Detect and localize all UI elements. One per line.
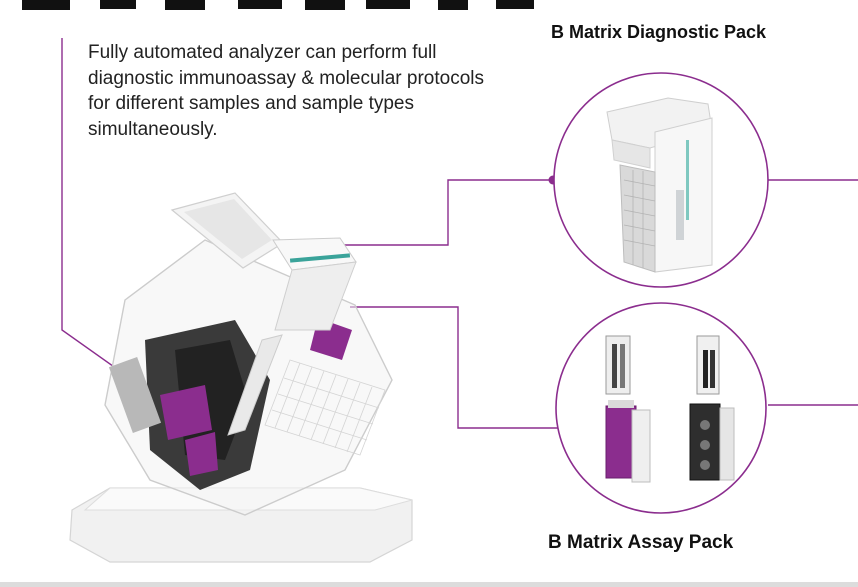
diagnostic-pack-illustration bbox=[553, 72, 769, 288]
analyzer-description: Fully automated analyzer can perform ful… bbox=[88, 42, 485, 140]
purple-cartridge bbox=[605, 400, 651, 483]
dark-cartridge bbox=[689, 403, 735, 481]
small-cartridge-right bbox=[696, 335, 720, 395]
assay-pack-illustration bbox=[555, 302, 767, 514]
slide-bottom-border bbox=[0, 582, 858, 587]
heading-glyph-tops bbox=[22, 0, 534, 10]
diagnostic-pack-label: B Matrix Diagnostic Pack bbox=[551, 22, 767, 42]
small-cartridge-left bbox=[605, 335, 631, 395]
connector-to-diagnostic-pack bbox=[340, 179, 553, 246]
connector-to-assay-pack bbox=[350, 306, 562, 429]
analyzer-illustration bbox=[69, 192, 413, 563]
assay-pack-label: B Matrix Assay Pack bbox=[548, 532, 734, 553]
